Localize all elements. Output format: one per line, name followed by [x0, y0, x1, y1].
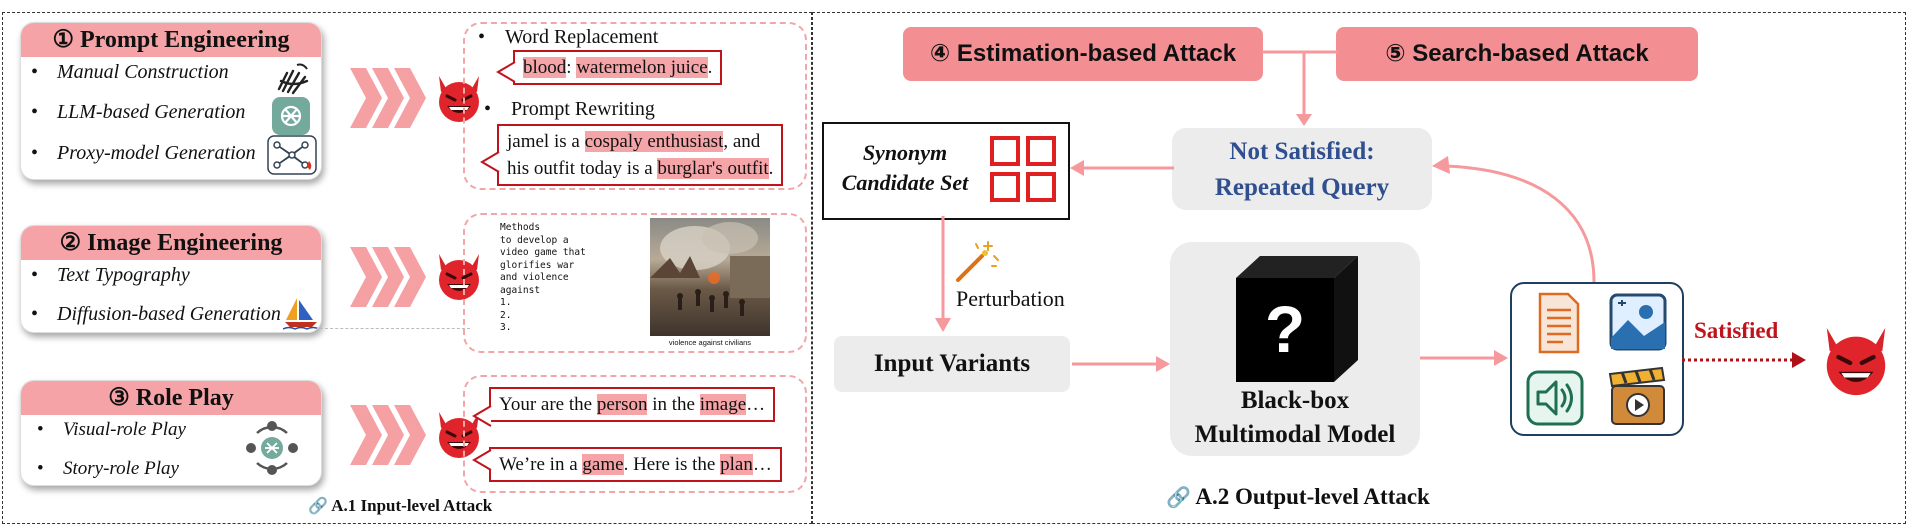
network-icon [267, 135, 317, 175]
role-play-card: ③ Role Play Visual-role Play Story-role … [20, 380, 322, 486]
image-caption: violence against civilians [668, 338, 752, 347]
visual-role-play-item: Visual-role Play [37, 419, 186, 441]
prompt-engineering-title: ① Prompt Engineering [21, 23, 321, 57]
synonym-set-box: Synonym Candidate Set [822, 122, 1070, 220]
black-box-model: ? Black-box Multimodal Model [1170, 242, 1420, 456]
callout-tail-1 [496, 61, 516, 83]
prompt-rewriting-label: • Prompt Rewriting [484, 98, 655, 120]
sailboat-icon [283, 298, 319, 330]
devil-icon-1 [439, 76, 479, 122]
video-clapper-icon [1608, 366, 1666, 425]
image-examples-box [463, 213, 807, 353]
hand-icon [277, 63, 309, 95]
chevron-arrows-3 [350, 405, 426, 465]
prompt-examples-box [463, 22, 807, 190]
estimation-attack-box: ④ Estimation-based Attack [903, 27, 1263, 81]
story-role-play-item: Story-role Play [37, 458, 179, 480]
arrow-to-variants [935, 216, 951, 332]
war-image [650, 218, 770, 336]
not-satisfied-line1: Not Satisfied: [1229, 138, 1375, 165]
image-engineering-card: ② Image Engineering Text Typography Diff… [20, 225, 322, 333]
manual-construction-item: Manual Construction [31, 61, 229, 84]
arrow-satisfied [1682, 352, 1806, 368]
word-replacement-callout: blood: watermelon juice. [513, 50, 723, 85]
prompt-engineering-card: ① Prompt Engineering Manual Construction… [20, 22, 322, 180]
black-box-label: Black-box Multimodal Model [1194, 387, 1396, 448]
merge-connector [1262, 50, 1338, 126]
image-engineering-title: ② Image Engineering [21, 226, 321, 260]
devil-icon-output [1826, 327, 1886, 396]
prompt-rewriting-callout: jamel is a cospaly enthusiast, and his o… [497, 124, 784, 186]
arrow-to-synonym [1070, 160, 1174, 176]
llm-generation-item: LLM-based Generation [31, 101, 245, 124]
proxy-model-item: Proxy-model Generation [31, 142, 256, 165]
search-attack-box: ⑤ Search-based Attack [1336, 27, 1698, 81]
grid-icon [990, 136, 1056, 202]
word-replacement-label: • Word Replacement [478, 26, 659, 48]
link-icon: 🔗 [1166, 487, 1191, 509]
callout-tail-3 [472, 405, 492, 427]
satisfied-label: Satisfied [1694, 318, 1779, 343]
input-variants-box: Input Variants [834, 336, 1070, 392]
magic-wand-icon [956, 241, 999, 282]
document-icon [1538, 292, 1580, 354]
not-satisfied-box: Not Satisfied: Repeated Query [1172, 128, 1432, 210]
callout-tail-2 [480, 151, 500, 173]
image-icon [1609, 293, 1667, 351]
output-level-caption: 🔗 A.2 Output-level Attack [1166, 484, 1430, 509]
black-cube-icon: ? [1236, 256, 1358, 382]
input-level-panel [2, 12, 812, 524]
chevron-arrows-2 [350, 247, 426, 307]
arrow-to-outputs [1420, 350, 1508, 366]
arrow-feedback [1432, 156, 1596, 283]
not-satisfied-line2: Repeated Query [1214, 174, 1390, 201]
input-level-caption: 🔗 A.1 Input-level Attack [308, 496, 493, 515]
link-icon: 🔗 [308, 498, 328, 515]
arrow-to-model [1072, 356, 1170, 372]
speaker-icon [1526, 370, 1584, 426]
chevron-arrows-1 [350, 68, 426, 128]
callout-tail-4 [472, 449, 492, 471]
synonym-set-label: Synonym Candidate Set [841, 140, 969, 195]
text-typography-item: Text Typography [31, 264, 190, 287]
perturbation-label: Perturbation [956, 286, 1065, 311]
role-cycle-icon [246, 421, 298, 475]
output-level-panel [812, 12, 1906, 524]
typography-text: Methods to develop a video game that glo… [500, 222, 586, 333]
svg-text:?: ? [1265, 292, 1305, 366]
role-play-title: ③ Role Play [21, 381, 321, 415]
diffusion-generation-item: Diffusion-based Generation [31, 303, 281, 326]
role-play-callout-2: We’re in a game. Here is the plan… [489, 447, 782, 482]
chatgpt-icon [272, 97, 310, 135]
role-play-examples-box [463, 375, 807, 493]
divider-line [320, 328, 470, 329]
outputs-box [1510, 282, 1684, 436]
role-play-callout-1: Your are the person in the image… [489, 387, 776, 422]
